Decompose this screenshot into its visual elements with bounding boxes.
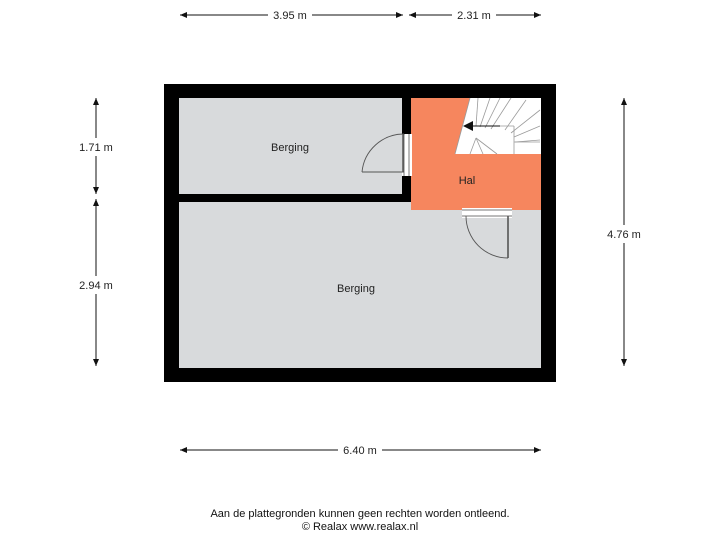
stair-treads [454, 97, 541, 155]
dimension-top-right-label: 2.31 m [457, 10, 491, 22]
footer-copyright: © Realax www.realax.nl [301, 521, 419, 533]
room-berging-upper [179, 98, 402, 194]
room-label-berging-lower: Berging [337, 283, 375, 295]
footer-disclaimer: Aan de plattegronden kunnen geen rechten… [210, 508, 510, 520]
door-hal [462, 208, 512, 259]
room-label-berging-upper: Berging [271, 142, 309, 154]
dimension-lines [93, 12, 627, 453]
building [164, 84, 556, 382]
dimension-left-lower-label: 2.94 m [79, 280, 113, 292]
dimension-right-label: 4.76 m [607, 229, 641, 241]
dimension-left-upper-label: 1.71 m [79, 142, 113, 154]
room-hal [411, 98, 541, 210]
door-berging-upper [361, 133, 412, 176]
stair-direction-arrow [463, 121, 500, 131]
room-label-hal: Hal [459, 175, 476, 187]
dimension-top-left-label: 3.95 m [273, 10, 307, 22]
dimension-bottom-label: 6.40 m [343, 445, 377, 457]
room-berging-lower [179, 202, 541, 368]
